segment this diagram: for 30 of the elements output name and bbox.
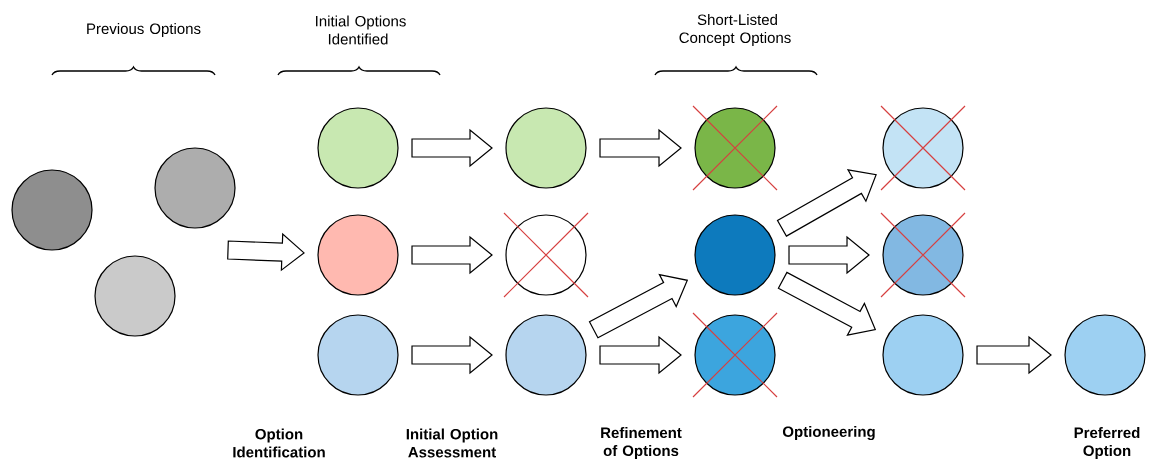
option-circle (317, 107, 399, 189)
option-circle (882, 314, 964, 396)
block-arrow (776, 169, 877, 237)
block-arrow (599, 335, 682, 375)
stage-label: Refinement of Options (601, 427, 682, 459)
option-circle (317, 214, 399, 296)
option-circle (94, 255, 176, 337)
block-arrow (788, 235, 870, 275)
option-circle (11, 169, 93, 251)
option-circle (505, 314, 587, 396)
block-arrow (599, 128, 682, 168)
stage-label: Short-Listed Concept Options (679, 14, 791, 46)
block-arrow (588, 273, 689, 339)
block-arrow (411, 235, 493, 275)
option-circle (317, 314, 399, 396)
stage-label: Initial Option Assessment (406, 428, 498, 458)
stage-label: Previous Options (87, 23, 201, 37)
stage-label: Preferred Option (1074, 427, 1140, 459)
option-circle (154, 147, 236, 229)
option-circle (505, 107, 587, 189)
block-arrow (411, 128, 493, 168)
block-arrow (777, 271, 877, 337)
block-arrow (227, 232, 305, 272)
option-circle (1064, 314, 1146, 396)
stage-label: Option Identification (233, 428, 325, 458)
block-arrow (976, 335, 1052, 375)
option-circle (694, 214, 776, 296)
stage-label: Optioneering (782, 426, 875, 441)
block-arrow (411, 335, 493, 375)
stage-label: Initial Options Identified (316, 15, 406, 45)
